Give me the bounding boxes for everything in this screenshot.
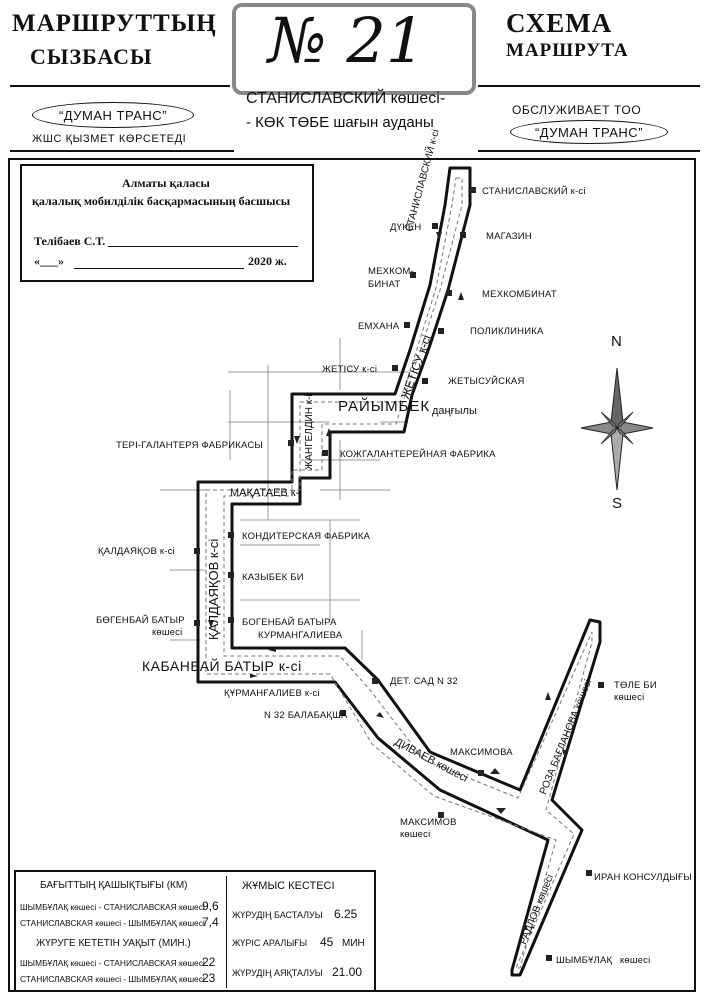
schedule-interval-value: 45 bbox=[320, 935, 334, 949]
time-title: ЖҮРУГЕ КЕТЕТІН УАҚЫТ (МИН.) bbox=[36, 938, 191, 949]
stamp-signer: Телібаев С.Т. bbox=[34, 234, 106, 248]
compass-north: N bbox=[611, 333, 622, 350]
distance-row1-value: 9,6 bbox=[202, 899, 219, 913]
time-row2-label: СТАНИСЛАВСКАЯ көшесі - ШЫМБҰЛАҚ көшесі bbox=[20, 974, 205, 984]
stop-iran-consulate: ИРАН КОНСУЛДЫҒЫ bbox=[594, 872, 692, 883]
distance-row1-label: ШЫМБҰЛАҚ көшесі - СТАНИСЛАВСКАЯ көшесі bbox=[20, 902, 205, 912]
left-title: МАРШРУТТЫҢ bbox=[12, 10, 217, 37]
street-kaldayakov: ҚАЛДАЯҚОВ к-сі bbox=[206, 538, 221, 640]
right-title: СХЕМА bbox=[506, 8, 613, 38]
stop-mekhkombinat-kz2: БИНАТ bbox=[368, 279, 401, 290]
stop-konditerskaya: КОНДИТЕРСКАЯ ФАБРИКА bbox=[242, 531, 371, 542]
stop-det-sad: ДЕТ. САД N 32 bbox=[390, 676, 458, 687]
stop-bogenbai-kz2: көшесі bbox=[152, 627, 183, 638]
schedule-end-label: ЖҮРУДІҢ АЯҚТАЛУЫ bbox=[232, 968, 323, 978]
route-number: № 21 bbox=[268, 4, 426, 77]
schedule-interval-label: ЖҮРІС АРАЛЫҒЫ bbox=[232, 938, 308, 948]
stop-emkhana: ЕМХАНА bbox=[358, 321, 400, 332]
stop-balabakshа: N 32 БАЛАБАҚША bbox=[264, 710, 348, 721]
stop-kurmangaliev-st: ҚҰРМАНҒАЛИЕВ к-сі bbox=[224, 688, 320, 699]
direction-arrows bbox=[208, 232, 568, 930]
operator-caption-right: ОБСЛУЖИВАЕТ ТОО bbox=[512, 103, 642, 117]
street-raiymbek: РАЙЫМБЕК bbox=[338, 398, 431, 415]
distance-row2-label: СТАНИСЛАВСКАЯ көшесі - ШЫМБҰЛАҚ көшесі bbox=[20, 918, 205, 928]
time-row1-value: 22 bbox=[202, 955, 216, 969]
stop-duken: ДҮКЕН bbox=[390, 222, 422, 233]
stop-kazybek-bi: КАЗЫБЕК БИ bbox=[242, 572, 304, 583]
stamp-line1: Алматы қаласы bbox=[122, 176, 210, 190]
route-from: СТАНИСЛАВСКИЙ көшесі- bbox=[246, 90, 446, 107]
stop-mekhkombinat-ru: МЕХКОМБИНАТ bbox=[482, 289, 557, 300]
time-row1-label: ШЫМБҰЛАҚ көшесі - СТАНИСЛАВСКАЯ көшесі bbox=[20, 958, 205, 968]
stamp-line2: қалалық мобилділік басқармасының басшысы bbox=[32, 194, 291, 208]
stop-teri-galantereya: ТЕРІ-ГАЛАНТЕРЯ ФАБРИКАСЫ bbox=[116, 440, 264, 451]
stop-zhetisu: ЖЕТІСУ к-сі bbox=[322, 364, 378, 375]
operator-caption-left: ЖШС ҚЫЗМЕТ КӨРСЕТЕДІ bbox=[32, 133, 187, 145]
stop-kozhgalantereya: КОЖГАЛАНТЕРЕЙНАЯ ФАБРИКА bbox=[340, 449, 496, 460]
route-to: - КӨК ТӨБЕ шағын ауданы bbox=[246, 114, 434, 131]
left-subtitle: СЫЗБАСЫ bbox=[30, 44, 153, 69]
stop-bogenbai-kz1: БӨГЕНБАЙ БАТЫР bbox=[96, 615, 185, 626]
stop-bogenbai-ru: БОГЕНБАЙ БАТЫРА bbox=[242, 617, 337, 628]
schedule-title: ЖҰМЫС КЕСТЕСІ bbox=[242, 880, 335, 892]
distance-title: БАҒЫТТЫҢ ҚАШЫҚТЫҒЫ (КМ) bbox=[40, 880, 188, 891]
schedule-end-value: 21.00 bbox=[332, 965, 363, 979]
route-info-box: БАҒЫТТЫҢ ҚАШЫҚТЫҒЫ (КМ) ШЫМБҰЛАҚ көшесі … bbox=[14, 870, 376, 992]
stop-maksimova: МАКСИМОВА bbox=[450, 747, 513, 758]
compass-rose bbox=[580, 367, 654, 491]
stop-magazin: МАГАЗИН bbox=[486, 231, 532, 242]
schedule-start-label: ЖҮРУДІҢ БАСТАЛУЫ bbox=[232, 910, 323, 920]
stop-poliklinika: ПОЛИКЛИНИКА bbox=[470, 326, 544, 337]
distance-row2-value: 7,4 bbox=[202, 915, 219, 929]
stop-zhetysuiskaya: ЖЕТЫСУЙСКАЯ bbox=[448, 376, 525, 387]
stop-maksimov-kz2: көшесі bbox=[400, 829, 431, 840]
operator-logo-left: “ДУМАН ТРАНС” bbox=[32, 102, 194, 128]
stop-shymbulak1: ШЫМБҰЛАҚ bbox=[556, 955, 613, 966]
stamp-year: 2020 ж. bbox=[248, 254, 287, 268]
approval-stamp: Алматы қаласы қалалық мобилділік басқарм… bbox=[20, 164, 314, 282]
stop-tole-bi2: көшесі bbox=[614, 692, 645, 703]
stop-kurmangalieva: КУРМАНГАЛИЕВА bbox=[258, 630, 343, 641]
stop-kaldayakov: ҚАЛДАЯҚОВ к-сі bbox=[98, 546, 175, 557]
stop-maksimov-kz1: МАКСИМОВ bbox=[400, 817, 457, 828]
operator-logo-right: “ДУМАН ТРАНС” bbox=[510, 120, 668, 144]
street-kabanbai: КАБАНБАЙ БАТЫР к-сі bbox=[142, 658, 302, 674]
stop-stanislavsky: СТАНИСЛАВСКИЙ к-сі bbox=[482, 186, 586, 197]
street-raiymbek-suffix: даңғылы bbox=[432, 405, 477, 417]
time-row2-value: 23 bbox=[202, 971, 216, 985]
compass-south: S bbox=[612, 495, 623, 512]
route-line bbox=[196, 166, 602, 977]
stop-mekhkombinat-kz1: МЕХКОМ- bbox=[368, 266, 414, 277]
schedule-interval-unit: МИН bbox=[342, 938, 365, 949]
right-subtitle: МАРШРУТА bbox=[506, 40, 629, 61]
street-makataev: МАҚАТАЕВ к-і bbox=[230, 487, 302, 499]
street-zhangeldin: ЖАНГЕЛДИН к-і bbox=[304, 394, 315, 470]
stop-markers bbox=[194, 187, 604, 961]
schedule-start-value: 6.25 bbox=[334, 907, 358, 921]
stamp-date-prefix: «___» bbox=[34, 254, 64, 268]
stop-shymbulak2: көшесі bbox=[620, 955, 651, 966]
stop-tole-bi1: ТӨЛЕ БИ bbox=[614, 680, 657, 691]
route-number-box bbox=[232, 3, 476, 95]
